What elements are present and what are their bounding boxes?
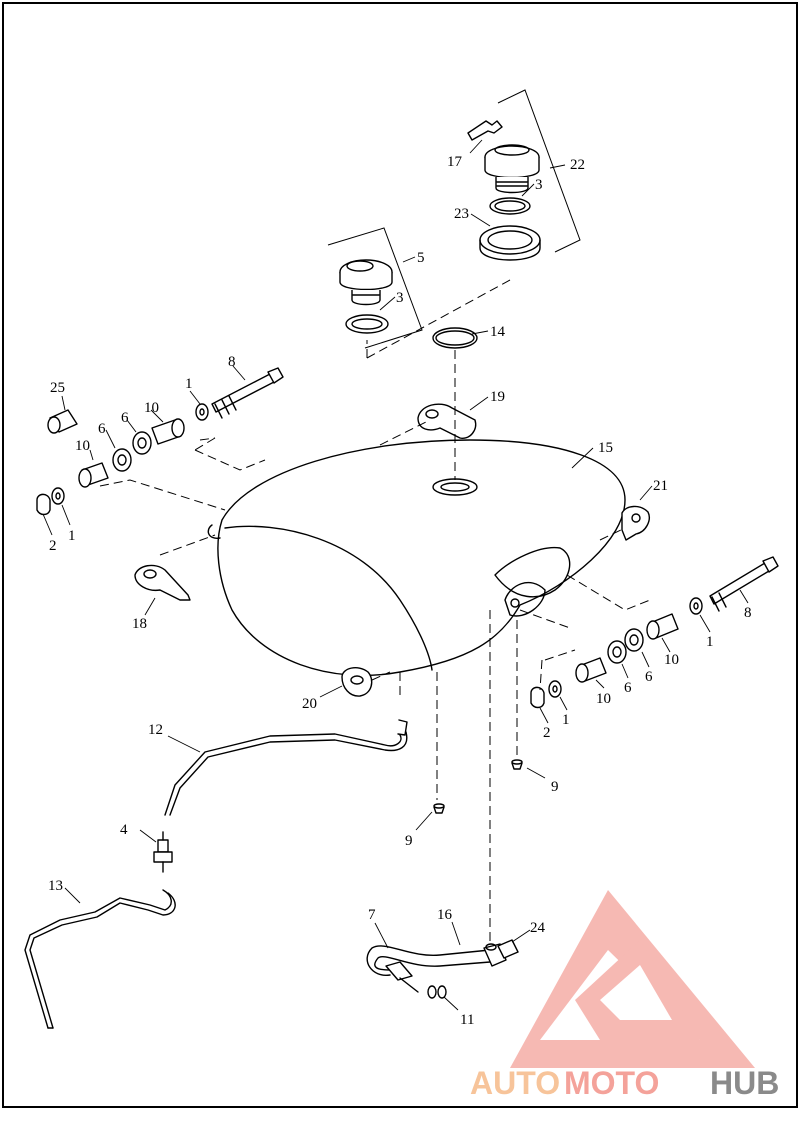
callout-24: 24 [530,920,546,936]
callout-15: 15 [598,440,613,456]
callout-16: 16 [437,907,453,923]
screw-9-right [511,759,523,770]
bolt-8-right [709,556,779,612]
callout-4: 4 [120,822,128,838]
diagram-frame [2,2,798,1108]
fitting-7 [385,961,419,993]
elbow-fitting-24 [483,939,519,967]
sleeve-25 [47,409,78,434]
watermark-logo [510,890,755,1068]
callout-7: 7 [368,907,376,923]
spacer-10-right-lower [575,657,607,683]
gasket-3-lower [345,314,389,334]
bracket-5 [327,227,423,349]
callout-8-right: 8 [744,605,752,621]
callout-17: 17 [447,154,463,170]
callout-3-lower: 3 [396,290,404,306]
gasket-3-upper [489,197,531,215]
callout-21: 21 [653,478,668,494]
washer-1-upper [195,403,209,421]
washer-1-left [51,487,65,505]
bracket-19 [417,403,477,439]
callout-10-right-lower: 10 [596,691,611,707]
grommet-6-lower [112,448,132,472]
bolt-8-left [211,367,284,419]
callout-23: 23 [454,206,469,222]
spacer-10-right-upper [646,613,679,640]
callout-6-upper: 6 [121,410,129,426]
callout-6-right-upper: 6 [645,669,653,685]
fitting-4 [153,831,173,873]
dummy-cap-5 [339,259,393,306]
callout-1-right-upper: 1 [706,634,714,650]
callout-5: 5 [417,250,425,266]
callout-2-right: 2 [543,725,551,741]
callout-10-upper: 10 [144,400,159,416]
callout-1-right-lower: 1 [562,712,570,728]
washer-1-right-lower [548,680,562,698]
grommet-6-upper [132,431,152,455]
callout-10-right-upper: 10 [664,652,679,668]
callout-11: 11 [460,1012,474,1028]
callout-9-right: 9 [551,779,559,795]
callout-20: 20 [302,696,317,712]
fuel-line-16 [366,945,491,976]
vent-hose-13 [24,889,176,1029]
acorn-nut-2-left [36,493,51,516]
callout-6-right-lower: 6 [624,680,632,696]
bracket-20 [341,666,373,697]
callout-2-left: 2 [49,538,57,554]
vented-cap-17 [467,120,503,141]
callout-22: 22 [570,157,585,173]
callout-8-left: 8 [228,354,236,370]
grommet-6-right-upper [624,628,644,652]
callout-1-left: 1 [68,528,76,544]
watermark-word-hub: HUB [710,1065,779,1101]
callout-12: 12 [148,722,163,738]
grommet-6-right-lower [607,640,627,664]
fuel-tank [207,439,626,677]
callout-6-lower: 6 [98,421,106,437]
callout-19: 19 [490,389,505,405]
spacer-10-lower [78,462,109,488]
callout-13: 13 [48,878,63,894]
bracket-18 [134,564,191,601]
washer-1-right-upper [689,597,703,615]
o-ring-11 [427,985,447,999]
filler-neck-23 [479,225,541,261]
screw-9-center [433,803,445,814]
acorn-nut-2-right [530,686,545,709]
watermark-word-auto: AUTO [470,1065,560,1101]
callout-10-lower: 10 [75,438,90,454]
callout-14: 14 [490,324,506,340]
filler-cap-assembly-22 [484,144,540,194]
bracket-21 [621,505,650,541]
assembly-lines [99,279,651,942]
callout-3-upper: 3 [535,177,543,193]
clamp-14 [432,327,478,349]
spacer-10-upper [151,418,185,445]
vent-hose-12 [164,719,408,816]
bracket-22 [497,89,581,253]
callout-9-center: 9 [405,833,413,849]
callout-18: 18 [132,616,147,632]
leader-lines [42,139,749,1011]
watermark-word-moto: MOTO [564,1065,659,1101]
callout-1-upper: 1 [185,376,193,392]
callout-25: 25 [50,380,65,396]
